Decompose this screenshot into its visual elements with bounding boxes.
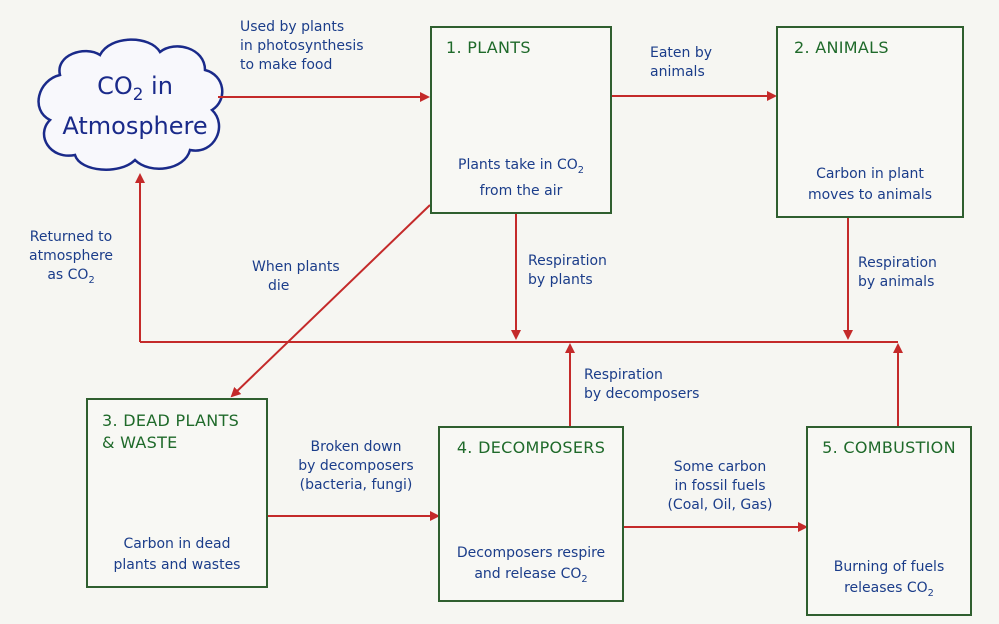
plants-caption-line2: from the air: [479, 183, 563, 199]
label-eaten: Eaten by animals: [650, 44, 712, 82]
label-fossil-line1: Some carbon: [673, 459, 767, 475]
label-broken-down-line3: (bacteria, fungi): [299, 477, 413, 493]
label-resp-animals-line1: Respiration: [858, 255, 937, 271]
decomposers-box: 4. DECOMPOSERS Decomposers respire and r…: [438, 426, 624, 602]
decomposers-caption-sub: 2: [581, 574, 588, 585]
label-plants-die: When plants die: [252, 258, 340, 296]
label-fossil-line2: in fossil fuels: [674, 478, 766, 494]
label-resp-decomposers-line1: Respiration: [584, 367, 663, 383]
atmosphere-label: CO2 in Atmosphere: [55, 70, 215, 142]
decomposers-caption-line1: Decomposers respire: [456, 545, 606, 562]
dead-plants-caption-line2: plants and wastes: [113, 557, 241, 573]
plants-box: 1. PLANTS Plants take in CO2 from the ai…: [430, 26, 612, 214]
plants-caption-sub: 2: [577, 165, 584, 176]
atmosphere-in: in: [143, 72, 173, 100]
label-broken-down-line1: Broken down: [310, 439, 402, 455]
label-eaten-line2: animals: [650, 64, 705, 80]
label-photosynthesis: Used by plants in photosynthesis to make…: [240, 18, 364, 75]
animals-title: 2. ANIMALS: [794, 38, 889, 57]
dead-plants-caption-line1: Carbon in dead: [123, 536, 231, 552]
label-resp-plants: Respiration by plants: [528, 252, 607, 290]
label-photosynthesis-line3: to make food: [240, 57, 333, 73]
atmosphere-cloud: [37, 38, 224, 171]
label-resp-animals: Respiration by animals: [858, 254, 937, 292]
combustion-box: 5. COMBUSTION Burning of fuels releases …: [806, 426, 972, 616]
label-returned-line1: Returned to: [29, 229, 113, 245]
decomposers-caption: Decomposers respire and release CO2: [440, 543, 622, 590]
label-broken-down-line2: by decomposers: [298, 458, 414, 474]
label-resp-decomposers: Respiration by decomposers: [584, 366, 699, 404]
atmosphere-word: Atmosphere: [62, 111, 208, 140]
animals-box: 2. ANIMALS Carbon in plant moves to anim…: [776, 26, 964, 218]
label-resp-plants-line2: by plants: [528, 272, 593, 288]
combustion-caption-sub: 2: [927, 588, 934, 599]
label-resp-plants-line1: Respiration: [528, 253, 607, 269]
label-returned: Returned to atmosphere as CO2: [16, 228, 126, 290]
plants-caption: Plants take in CO2 from the air: [432, 155, 610, 202]
atmosphere-co: CO: [97, 72, 133, 100]
dead-plants-title-line2: & WASTE: [102, 433, 178, 452]
label-resp-decomposers-line2: by decomposers: [584, 386, 700, 402]
dead-plants-box: 3. DEAD PLANTS & WASTE Carbon in dead pl…: [86, 398, 268, 588]
label-returned-line3: as CO: [47, 267, 89, 283]
plants-caption-line1: Plants take in CO: [458, 157, 578, 174]
label-plants-die-line2: die: [268, 278, 290, 294]
atmosphere-sub: 2: [132, 83, 144, 104]
animals-caption-line1: Carbon in plant: [816, 166, 924, 182]
label-returned-line2: atmosphere: [29, 248, 113, 264]
arrow-plants-to-dead: [230, 204, 431, 398]
label-returned-sub: 2: [88, 274, 95, 286]
plants-title: 1. PLANTS: [446, 38, 531, 57]
combustion-caption-line2: releases CO: [844, 580, 928, 597]
animals-caption: Carbon in plant moves to animals: [778, 164, 962, 206]
label-photosynthesis-line1: Used by plants: [240, 19, 345, 35]
dead-plants-title-line1: 3. DEAD PLANTS: [102, 411, 240, 430]
decomposers-title: 4. DECOMPOSERS: [456, 438, 606, 457]
dead-plants-caption: Carbon in dead plants and wastes: [88, 534, 266, 576]
label-eaten-line1: Eaten by: [650, 45, 713, 61]
combustion-title: 5. COMBUSTION: [822, 438, 956, 457]
animals-caption-line2: moves to animals: [807, 187, 933, 203]
dead-plants-title: 3. DEAD PLANTS & WASTE: [102, 410, 266, 454]
combustion-caption: Burning of fuels releases CO2: [808, 557, 970, 604]
label-plants-die-line1: When plants: [252, 259, 340, 275]
label-broken-down: Broken down by decomposers (bacteria, fu…: [280, 438, 432, 495]
decomposers-caption-line2: and release CO: [474, 566, 582, 583]
combustion-caption-line1: Burning of fuels: [833, 559, 945, 576]
label-fossil: Some carbon in fossil fuels (Coal, Oil, …: [640, 458, 800, 515]
label-photosynthesis-line2: in photosynthesis: [240, 38, 364, 54]
label-resp-animals-line2: by animals: [858, 274, 935, 290]
label-fossil-line3: (Coal, Oil, Gas): [667, 497, 773, 513]
